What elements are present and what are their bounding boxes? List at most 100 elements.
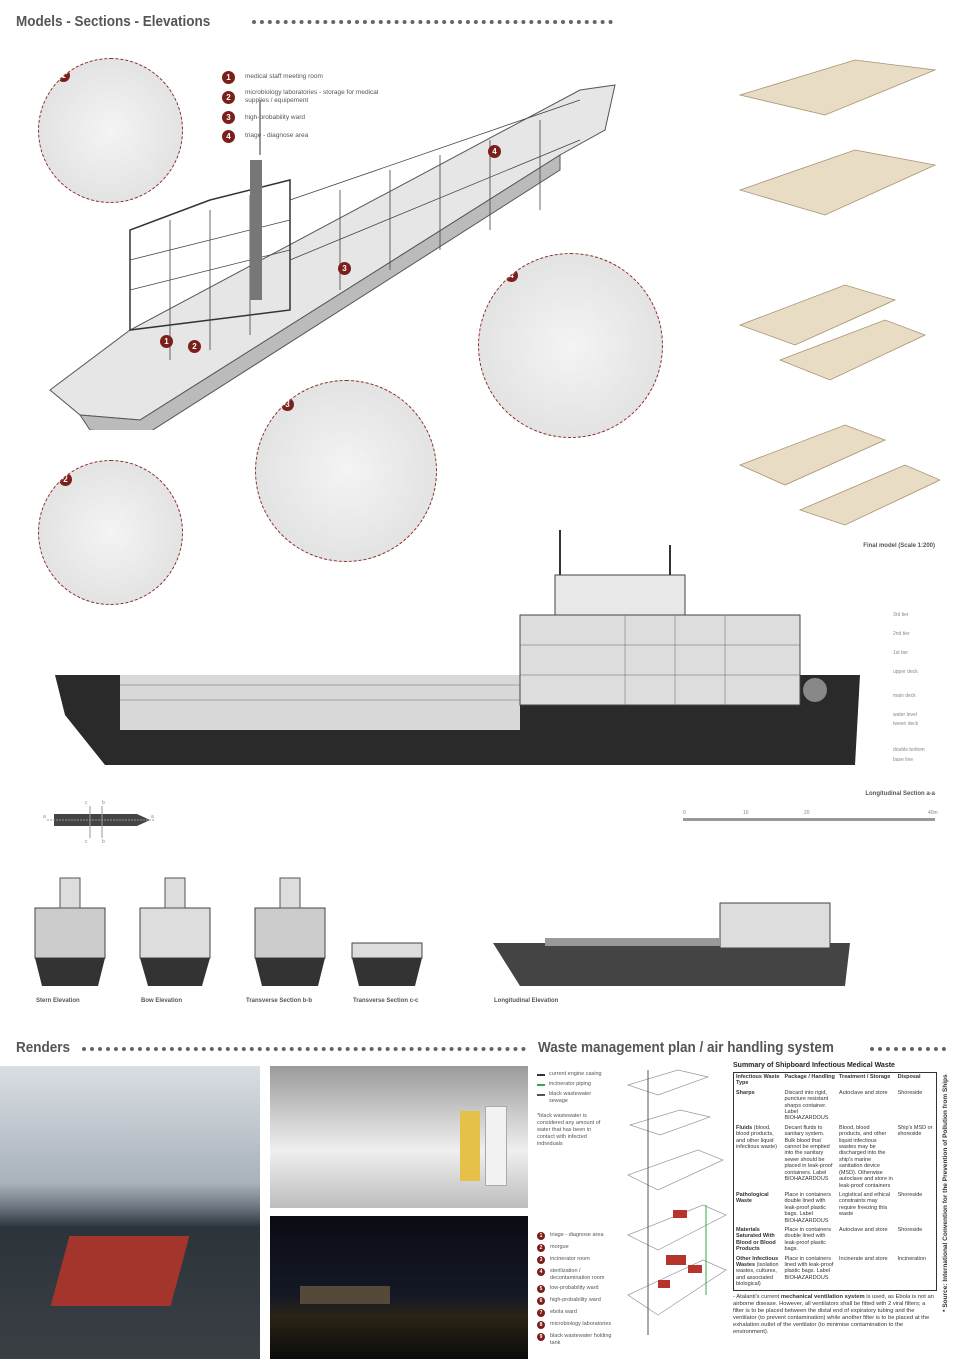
section-caption: Longitudinal Section a-a (865, 791, 935, 797)
section-mark: a (151, 814, 154, 820)
cell-disposal: Shoreside (897, 1191, 923, 1198)
table-row: Pathological Waste Place in containers d… (734, 1191, 936, 1226)
legend-label: current engine casing (549, 1071, 602, 1077)
legend-label: ebola ward (550, 1309, 577, 1315)
elevation-caption: Stern Elevation (36, 998, 80, 1004)
elevations-drawings (34, 877, 850, 986)
waste-type: Sharps (736, 1089, 755, 1096)
number-badge: 4 (505, 269, 518, 282)
number-badge: 3 (222, 111, 235, 124)
legend-item: incinerator piping (537, 1081, 617, 1088)
legend-label: triage - diagnose area (245, 132, 309, 139)
number-badge: 2 (59, 473, 72, 486)
legend-label: black wastewater sewage (549, 1091, 592, 1104)
line-swatch (537, 1084, 545, 1086)
deck-label: upper deck (893, 669, 918, 675)
cell-treatment: Blood, blood products, and other liquid … (839, 1124, 893, 1189)
legend-item: 3 high-probability ward (222, 109, 402, 126)
callout-2: 2 (188, 340, 201, 353)
exploded-ship-diagram (626, 1069, 727, 1335)
callout-3: 3 (338, 262, 351, 275)
render-deck-view (0, 1066, 260, 1359)
section-mark: a (43, 814, 46, 820)
legend-label: microbiology laboratories (550, 1321, 612, 1327)
waste-type-note: (blood, blood products, and other liquid… (736, 1124, 777, 1151)
cell-package: Place in containers double lined with le… (784, 1226, 831, 1253)
note-emphasis: mechanical ventilation system (780, 1293, 865, 1300)
render-ward-corridor (270, 1066, 528, 1208)
ventilation-note: - Atalanti's current mechanical ventilat… (733, 1294, 937, 1336)
legend-item: 1 triage - diagnose area (537, 1232, 617, 1240)
waste-type: Other Infectious Wastes (736, 1255, 779, 1268)
cell-type: Fluids (blood, blood products, and other… (734, 1124, 782, 1191)
section-mark: c (85, 800, 88, 806)
cell-type: Other Infectious Wastes (isolation waste… (734, 1255, 782, 1290)
legend-item: 4 sterilization / decontamination room (537, 1268, 617, 1281)
physical-model-photos (735, 55, 941, 535)
waste-type-note: (isolation wastes, cultures, and associa… (736, 1261, 779, 1288)
table-row: Sharps Discard into rigid, puncture resi… (734, 1089, 936, 1124)
line-swatch (537, 1074, 545, 1076)
legend-label: incinerator room (550, 1256, 590, 1262)
legend-label: low-probability ward (550, 1285, 599, 1291)
number-badge: 2 (222, 90, 235, 104)
render-night-harbor (270, 1216, 528, 1359)
renders-divider (82, 1047, 526, 1051)
deck-label: water level (893, 712, 917, 718)
elevation-caption: Transverse Section c-c (353, 998, 419, 1004)
detail-circle-high-probability-ward: 3 (255, 380, 437, 562)
column-header: Treatment / Storage (839, 1074, 891, 1080)
number-badge: 1 (537, 1232, 545, 1240)
waste-table: Infectious Waste Type Package / Handling… (733, 1072, 937, 1291)
legend-item: current engine casing (537, 1071, 617, 1078)
cell-package: Place in containers lined with leak-proo… (784, 1255, 834, 1281)
number-badge: 1 (222, 70, 235, 84)
final-model-caption: Final model (Scale 1:200) (863, 543, 935, 549)
cell-package: Discard into rigid, puncture resistant s… (784, 1089, 829, 1122)
scale-tick: 40m (928, 810, 938, 816)
callout-4: 4 (488, 145, 501, 158)
legend-label: black wastewater holding tank (550, 1333, 612, 1346)
deck-label: main deck (893, 693, 916, 699)
title-divider (252, 20, 613, 24)
number-badge: 8 (537, 1321, 545, 1329)
section-title-waste: Waste management plan / air handling sys… (538, 1039, 834, 1056)
legend-label: high-probability ward (245, 113, 305, 121)
number-badge: 5 (537, 1285, 545, 1293)
number-badge: 3 (281, 398, 294, 411)
callout-1: 1 (160, 335, 173, 348)
cell-treatment: Incinerate and store (839, 1255, 888, 1262)
number-badge: 7 (537, 1309, 545, 1317)
deck-label: 2nd tier (893, 631, 910, 637)
waste-type: Fluids (736, 1124, 753, 1131)
legend-label: triage - diagnose area (550, 1232, 604, 1238)
section-mark: b (102, 839, 105, 845)
column-header: Package / Handling (784, 1074, 835, 1080)
scale-bar: 0 10 20 40m (683, 810, 943, 830)
cell-treatment: Logistical and ethical constraints may r… (839, 1191, 891, 1218)
number-badge: 1 (57, 69, 70, 82)
source-note: * Source: International Convention for t… (942, 1074, 949, 1312)
legend-label: morgue (550, 1244, 569, 1250)
detail-circle-meeting-room: 1 (38, 58, 183, 203)
number-badge: 4 (537, 1268, 545, 1276)
table-header-row: Infectious Waste Type Package / Handling… (734, 1073, 936, 1089)
waste-type: Pathological Waste (736, 1191, 769, 1205)
table-row: Fluids (blood, blood products, and other… (734, 1124, 936, 1191)
note-text: is used, as Ebola is not an airborne dis… (733, 1293, 934, 1335)
key-plan: a a b b c c (42, 800, 157, 845)
scale-tick: 10 (743, 810, 749, 816)
cell-type: Sharps (734, 1089, 782, 1124)
deck-level-labels: 3rd tier 2nd tier 1st tier upper deck ma… (893, 612, 953, 772)
legend-label: sterilization / decontamination room (550, 1268, 605, 1281)
deck-label: tween deck (893, 721, 919, 727)
number-badge: 4 (222, 129, 235, 143)
detail-circle-laboratories: 2 (38, 460, 183, 605)
deck-label: 3rd tier (893, 612, 909, 618)
